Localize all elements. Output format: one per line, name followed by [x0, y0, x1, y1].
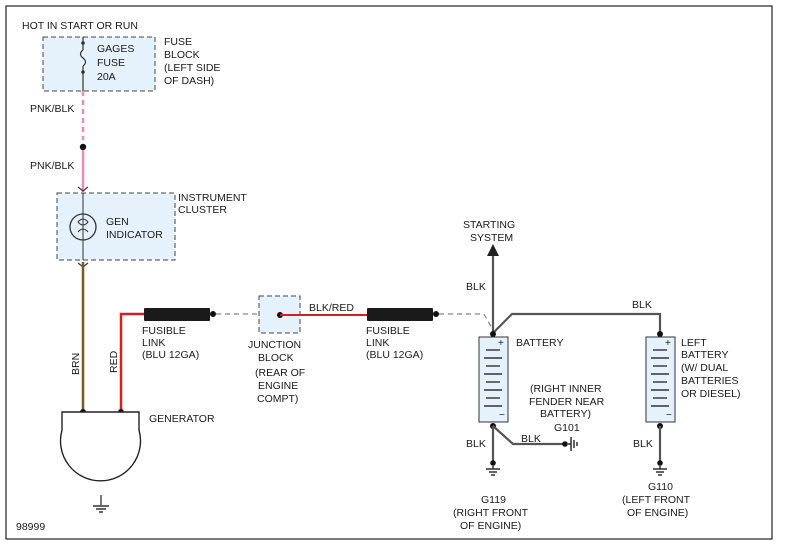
fuse-block-label-2: BLOCK	[164, 49, 200, 61]
ground-icon	[93, 505, 109, 513]
instrument-cluster-label-2: CLUSTER	[178, 204, 227, 216]
fuse-block-label-4: OF DASH)	[164, 75, 214, 87]
fuse-block	[42, 36, 156, 92]
gen-indicator-lamp-icon	[69, 213, 97, 241]
g110-label-1: G110	[648, 481, 673, 493]
wire-to-battery	[439, 313, 494, 331]
pnk-blk-label-upper: PNK/BLK	[30, 103, 74, 115]
g101-label: G101	[554, 422, 580, 434]
g110-label-2: (LEFT FRONT	[622, 494, 691, 506]
left-battery-label-3: (W/ DUAL	[681, 362, 728, 374]
red-wire	[119, 312, 144, 412]
battery-label: BATTERY	[516, 337, 563, 349]
junction-block-label-1: JUNCTION	[248, 339, 301, 351]
blk-left-down-label: BLK	[633, 438, 653, 450]
g110-label-3: OF ENGINE)	[627, 507, 688, 519]
junction-block-label-4: ENGINE	[258, 380, 298, 392]
connector-dot	[79, 143, 87, 151]
diagram-id: 98999	[16, 521, 45, 533]
junction-block-label-5: COMPT)	[257, 393, 298, 405]
junction-block-label-2: BLOCK	[258, 352, 294, 364]
svg-text:+: +	[498, 338, 504, 349]
fusible-link-right-label-1: FUSIBLE	[366, 325, 410, 337]
instrument-cluster-label-1: INSTRUMENT	[178, 192, 247, 204]
blk-top-label: BLK	[632, 299, 652, 311]
blk-red-label: BLK/RED	[309, 302, 354, 314]
fuse-block-label-3: (LEFT SIDE	[164, 62, 220, 74]
gen-indicator-label-2: INDICATOR	[106, 229, 163, 241]
fusible-link-left-label-2: LINK	[142, 337, 165, 349]
blk-bat-down-label: BLK	[466, 438, 486, 450]
fuse-name-line2: FUSE	[97, 57, 125, 69]
pnk-blk-label-lower: PNK/BLK	[30, 160, 74, 172]
svg-text:+: +	[665, 338, 671, 349]
fusible-link-left	[144, 308, 210, 321]
fuse-icon	[79, 49, 87, 67]
blk-wire-left-battery	[492, 312, 662, 334]
svg-text:−: −	[499, 410, 505, 421]
fusible-link-right-label-2: LINK	[366, 337, 389, 349]
g119-label-2: (RIGHT FRONT	[453, 507, 529, 519]
left-battery-label-2: BATTERY	[681, 349, 728, 361]
instrument-cluster	[56, 186, 176, 268]
ground-icon-g101	[568, 437, 578, 451]
fusible-link-right	[367, 308, 433, 321]
left-battery-label-5: OR DIESEL)	[681, 388, 741, 400]
fusible-link-right-label-3: (BLU 12GA)	[366, 349, 423, 361]
fuse-block-label-1: FUSE	[164, 36, 192, 48]
gen-indicator-label-1: GEN	[106, 216, 129, 228]
g119-label-3: OF ENGINE)	[460, 520, 521, 532]
fuse-name-line3: 20A	[97, 71, 116, 83]
blk-wire-g101	[492, 425, 564, 446]
diagram-frame	[5, 5, 773, 540]
red-label: RED	[108, 350, 120, 373]
g119-label-1: G119	[481, 494, 506, 506]
battery: + −	[478, 331, 509, 429]
junction-block-label-3: (REAR OF	[255, 367, 305, 379]
fusible-link-left-label-1: FUSIBLE	[142, 325, 186, 337]
right-inner-label-1: (RIGHT INNER	[530, 383, 602, 395]
generator	[59, 411, 142, 513]
hot-in-start-label: HOT IN START OR RUN	[22, 20, 138, 32]
starting-system-label-1: STARTING	[463, 219, 515, 231]
right-inner-label-3: BATTERY)	[540, 408, 591, 420]
right-inner-label-2: FENDER NEAR	[529, 396, 605, 408]
left-battery-label-1: LEFT	[681, 337, 707, 349]
generator-label: GENERATOR	[149, 413, 215, 425]
fusible-link-left-label-3: (BLU 12GA)	[142, 349, 199, 361]
svg-text:−: −	[666, 410, 672, 421]
ground-icon-g119	[486, 466, 500, 476]
starting-system-label-2: SYSTEM	[470, 232, 513, 244]
blk-up-label: BLK	[466, 281, 486, 293]
left-battery-label-4: BATTERIES	[681, 375, 739, 387]
left-battery: + −	[645, 331, 676, 429]
starting-system-arrow-icon	[487, 244, 499, 256]
blk-g101-label: BLK	[521, 433, 541, 445]
ground-icon-g110	[653, 466, 667, 476]
fuse-name-line1: GAGES	[97, 43, 134, 55]
brn-label: BRN	[70, 353, 82, 375]
